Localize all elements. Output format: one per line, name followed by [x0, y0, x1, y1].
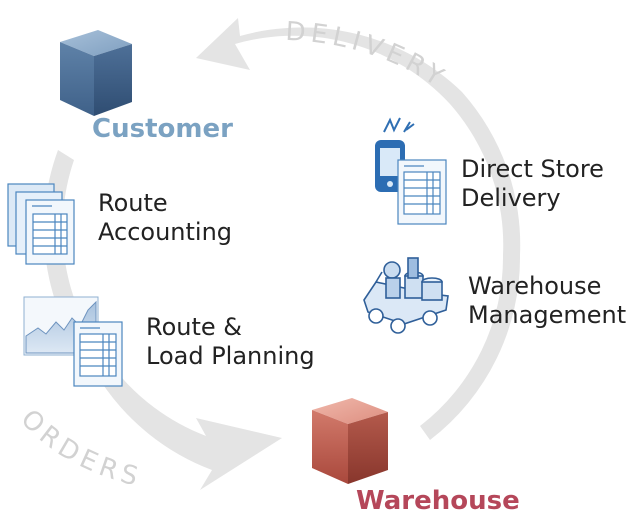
warehouse-label: Warehouse: [356, 486, 520, 516]
route-accounting-line2: Accounting: [98, 218, 233, 246]
warehouse-management-line2: Management: [468, 301, 627, 329]
return-arrow: [420, 255, 521, 440]
route-load-planning-line2: Load Planning: [146, 342, 315, 370]
warehouse-cube-icon: [312, 398, 388, 484]
route-load-planning-chart-icon: [23, 296, 123, 387]
warehouse-management-label: Warehouse Management: [468, 272, 626, 330]
route-load-planning-line1: Route &: [146, 313, 243, 341]
route-accounting-documents-icon: [7, 183, 75, 265]
direct-store-delivery-line2: Delivery: [461, 184, 561, 212]
delivery-arrow: [196, 18, 521, 255]
delivery-arc-label: DELIVERY: [285, 17, 453, 95]
forklift-cart-icon: [363, 257, 449, 334]
route-accounting-label: Route Accounting: [98, 189, 232, 247]
customer-cube-icon: [60, 30, 132, 116]
customer-label: Customer: [92, 114, 233, 144]
orders-arc-label: ORDERS: [15, 404, 146, 493]
warehouse-management-line1: Warehouse: [468, 272, 602, 300]
orders-arrow: [43, 150, 283, 490]
cycle-arrows: [43, 18, 521, 490]
direct-store-delivery-label: Direct Store Delivery: [461, 155, 604, 213]
direct-store-delivery-line1: Direct Store: [461, 155, 604, 183]
route-load-planning-label: Route & Load Planning: [146, 313, 315, 371]
direct-store-delivery-document-icon: [397, 159, 447, 225]
route-accounting-line1: Route: [98, 189, 168, 217]
